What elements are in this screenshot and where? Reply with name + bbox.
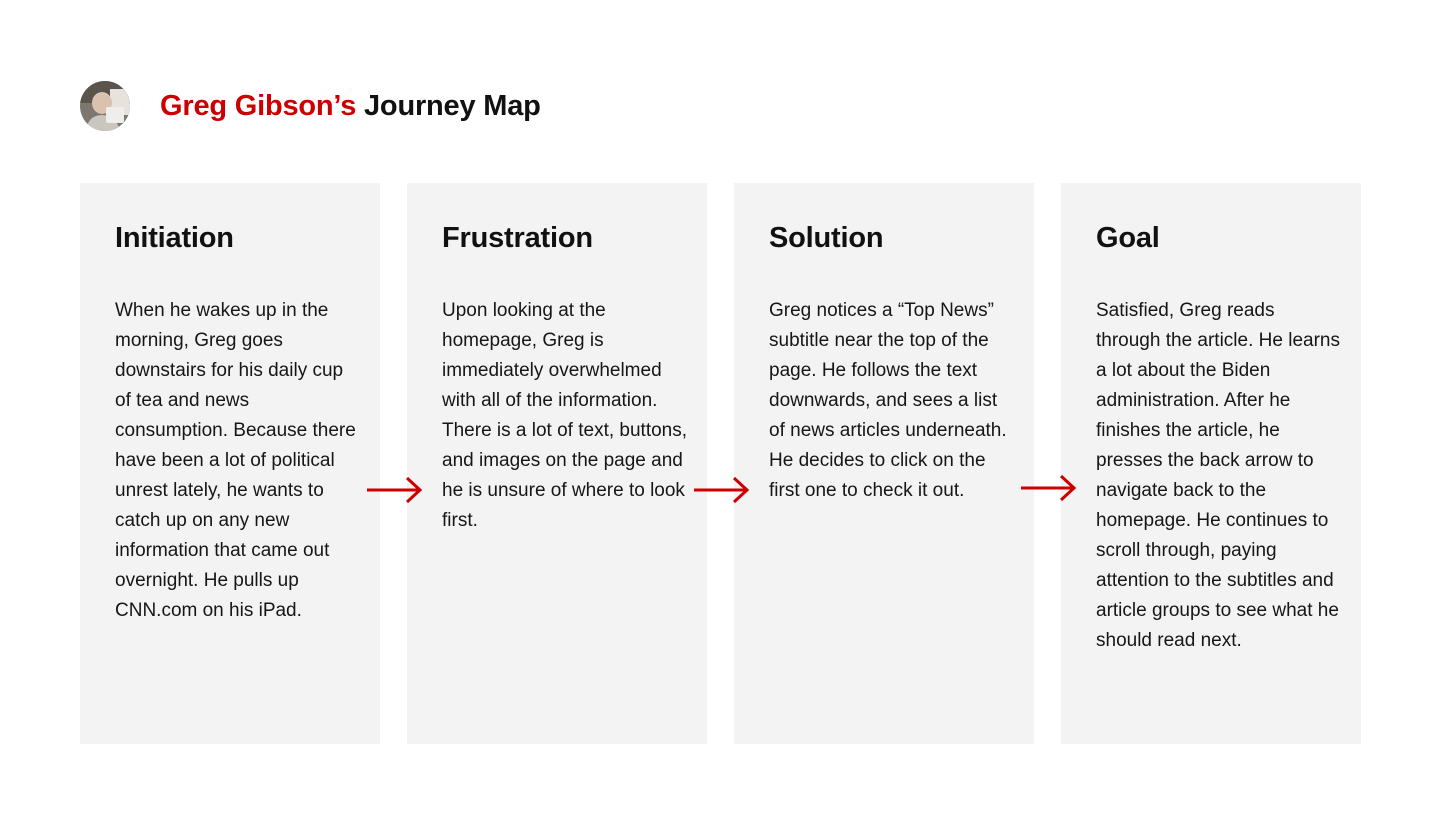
stage-card-initiation: Initiation When he wakes up in the morni… [80, 183, 380, 744]
stage-title: Initiation [115, 222, 234, 254]
stage-description: Greg notices a “Top News” subtitle near … [769, 300, 1007, 501]
stage-title: Goal [1096, 222, 1160, 254]
user-photo-icon [80, 81, 130, 131]
stage-description: Upon looking at the homepage, Greg is im… [442, 300, 688, 531]
stage-title: Solution [769, 222, 884, 254]
avatar [80, 81, 130, 131]
title-person-name: Greg Gibson’s [160, 89, 357, 122]
stage-description: Satisfied, Greg reads through the articl… [1096, 300, 1340, 651]
title-journey-map: Journey Map [356, 89, 541, 122]
arrow-right-icon [694, 476, 750, 504]
page-header: Greg Gibson’s Journey Map [80, 80, 541, 132]
stage-card-goal: Goal Satisfied, Greg reads through the a… [1061, 183, 1361, 744]
stage-card-solution: Solution Greg notices a “Top News” subti… [734, 183, 1034, 744]
arrow-right-icon [367, 476, 423, 504]
stage-card-frustration: Frustration Upon looking at the homepage… [407, 183, 707, 744]
stage-title: Frustration [442, 222, 593, 254]
page-title: Greg Gibson’s Journey Map [160, 90, 541, 123]
arrow-right-icon [1021, 474, 1077, 502]
stage-description: When he wakes up in the morning, Greg go… [115, 300, 356, 621]
